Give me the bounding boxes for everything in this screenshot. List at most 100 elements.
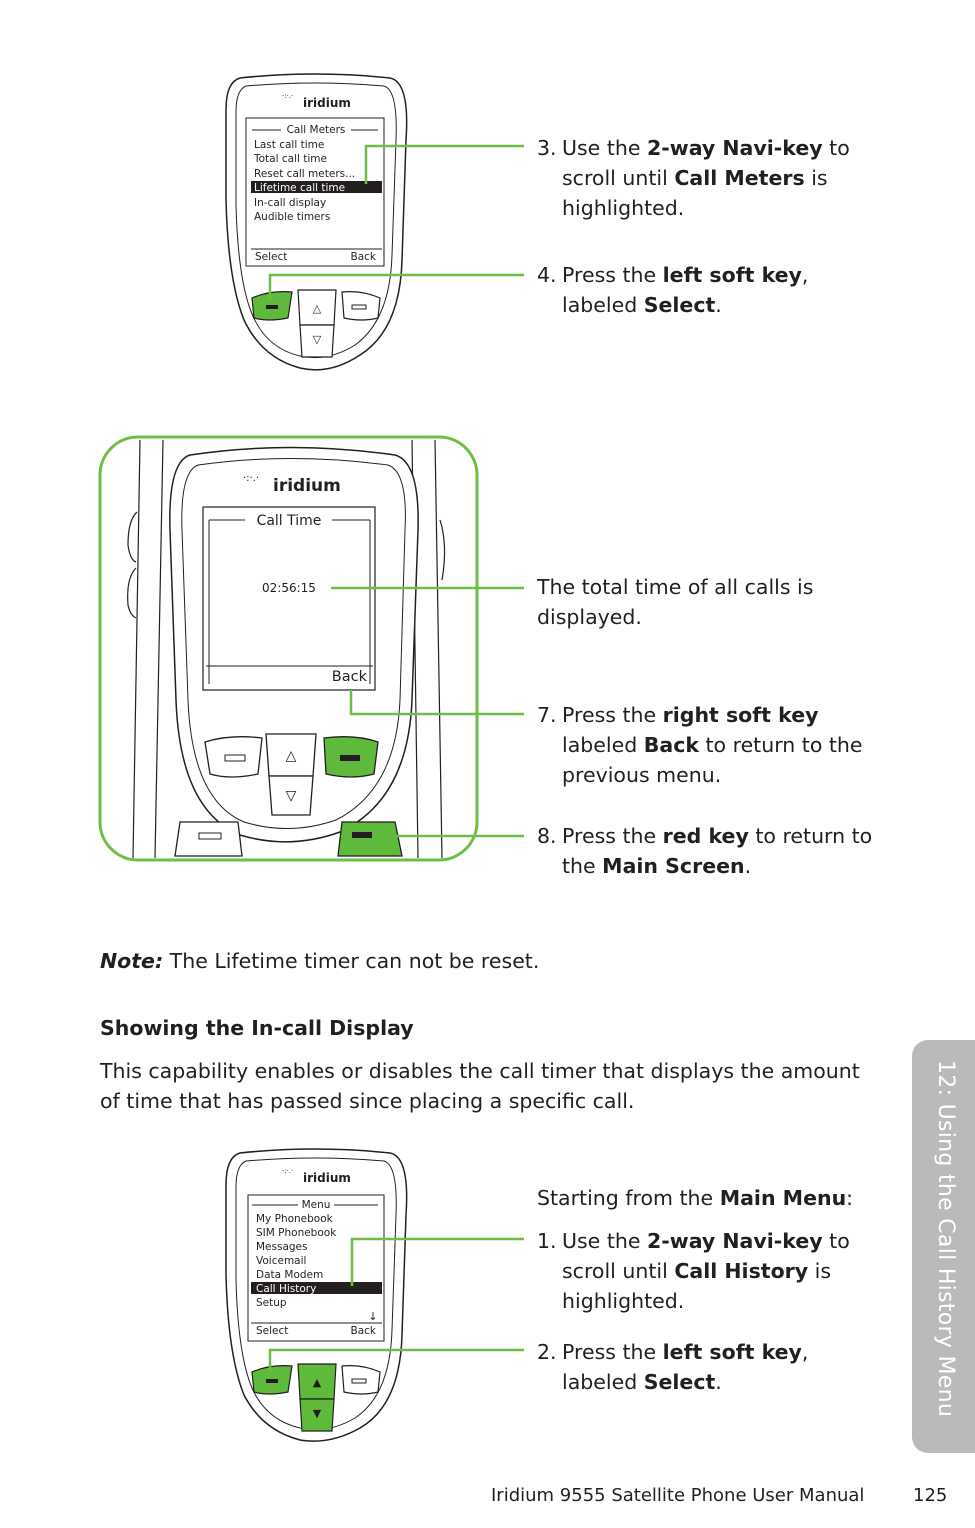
iridium-logo: ·:·.· iridium xyxy=(282,92,351,110)
screen-title: Call Time xyxy=(257,513,322,529)
callout-line-step4 xyxy=(268,273,524,300)
arrow-up-icon: △ xyxy=(286,748,297,764)
step-emphasis: right soft key xyxy=(662,703,819,727)
phone-figure-call-meters: ·:·.· iridium Call Meters Last call time… xyxy=(225,73,524,371)
step-number: 2. xyxy=(537,1340,557,1364)
menu-item: Setup xyxy=(256,1297,287,1309)
arrow-up-icon: △ xyxy=(313,302,322,315)
step-text: , labeled xyxy=(562,263,809,317)
chapter-tab-label: 12: Using the Call History Menu xyxy=(933,1060,958,1418)
step-text: : xyxy=(846,1186,854,1210)
menu-item: Reset call meters... xyxy=(254,168,355,180)
step-text: . xyxy=(715,293,722,317)
step-text: Press the xyxy=(562,703,663,727)
starting-instruction: Starting from the Main Menu: xyxy=(537,1183,877,1213)
soft-label-left: Select xyxy=(255,251,287,263)
menu-item: Messages xyxy=(256,1241,308,1253)
step-text: . xyxy=(744,854,752,878)
menu-item: My Phonebook xyxy=(256,1213,334,1225)
step-number: 4. xyxy=(537,263,557,287)
soft-label-left: Select xyxy=(256,1325,288,1337)
section-paragraph: This capability enables or disables the … xyxy=(100,1059,860,1113)
right-soft-key[interactable] xyxy=(341,1365,381,1395)
step-text: is highlighted. xyxy=(562,166,828,220)
screen-menu-title: Call Meters xyxy=(287,124,346,136)
menu-item-highlighted: Lifetime call time xyxy=(254,182,345,194)
navi-key[interactable]: △ ▽ xyxy=(297,289,337,358)
step-emphasis: Back xyxy=(643,733,699,757)
soft-label-right: Back xyxy=(351,1325,377,1337)
menu-item: Audible timers xyxy=(254,211,330,223)
green-key[interactable] xyxy=(174,821,243,857)
iridium-logo: ·:·.· iridium xyxy=(282,1167,351,1185)
note-label: Note: xyxy=(100,949,164,973)
red-key-highlighted[interactable] xyxy=(337,821,403,857)
screen-menu-title: Menu xyxy=(302,1199,331,1211)
svg-text:·:·.·: ·:·.· xyxy=(282,1167,293,1175)
step-1: 1. Use the 2-way Navi-key to scroll unti… xyxy=(537,1226,857,1316)
step-emphasis: Call Meters xyxy=(674,166,805,190)
menu-item: Voicemail xyxy=(256,1255,306,1267)
menu-item: In-call display xyxy=(254,197,326,209)
svg-text:·:·.·: ·:·.· xyxy=(243,473,259,484)
navi-key[interactable]: △ ▽ xyxy=(265,733,317,816)
iridium-logo: ·:·.· iridium xyxy=(243,473,341,496)
menu-item: Data Modem xyxy=(256,1269,323,1281)
total-time-caption: The total time of all calls is displayed… xyxy=(537,575,814,629)
arrow-up-icon: ▲ xyxy=(313,1376,322,1389)
step-text: . xyxy=(715,1370,722,1394)
left-soft-key[interactable] xyxy=(204,736,263,778)
step-text: is highlighted. xyxy=(562,1259,832,1313)
note: Note: The Lifetime timer can not be rese… xyxy=(100,946,539,976)
svg-text:·:·.·: ·:·.· xyxy=(282,92,293,100)
arrow-down-icon: ▽ xyxy=(313,333,322,346)
step-text: to return to the xyxy=(562,824,873,878)
step-emphasis: left soft key xyxy=(662,263,802,287)
left-soft-key-highlighted[interactable] xyxy=(251,1365,293,1395)
step-number: 8. xyxy=(537,824,557,848)
step-text: Use the xyxy=(562,136,647,160)
chapter-tab xyxy=(912,1040,975,1453)
step-emphasis: Select xyxy=(643,1370,716,1394)
arrow-down-icon: ▼ xyxy=(313,1407,322,1420)
left-soft-key-highlighted[interactable] xyxy=(251,291,293,321)
step-emphasis: red key xyxy=(662,824,749,848)
callout-line-step1 xyxy=(350,1237,524,1286)
note-text: The Lifetime timer can not be reset. xyxy=(163,949,540,973)
right-soft-key-highlighted[interactable] xyxy=(323,736,379,778)
step-text: Starting from the xyxy=(537,1186,720,1210)
soft-label-right: Back xyxy=(351,251,377,263)
arrow-down-icon: ▽ xyxy=(286,788,297,804)
timer-value: 02:56:15 xyxy=(262,581,316,595)
step-7: 7. Press the right soft key labeled Back… xyxy=(537,700,882,790)
menu-item-highlighted: Call History xyxy=(256,1283,316,1295)
step-emphasis: Select xyxy=(643,293,716,317)
step-number: 1. xyxy=(537,1229,557,1253)
callout-line-step3 xyxy=(364,144,524,184)
step-text: Press the xyxy=(562,1340,663,1364)
soft-label-right: Back xyxy=(332,669,368,685)
phone-figure-main-menu: ·:·.· iridium Menu My Phonebook SIM Phon… xyxy=(225,1148,524,1442)
step-emphasis: Main Screen xyxy=(602,854,745,878)
step-emphasis: Main Menu xyxy=(719,1186,847,1210)
phone-screen xyxy=(202,506,376,691)
brand-label: iridium xyxy=(303,96,351,110)
right-soft-key[interactable] xyxy=(341,291,381,321)
step-text: Press the xyxy=(562,263,663,287)
step-emphasis: Call History xyxy=(674,1259,809,1283)
brand-label: iridium xyxy=(273,476,341,496)
navi-key-highlighted[interactable]: ▲ ▼ xyxy=(297,1363,337,1432)
callout-line-step7 xyxy=(349,690,524,716)
phone-figure-call-time: ·:·.· iridium Call Time 02:56:15 Back △ … xyxy=(98,435,524,862)
page-number: 125 xyxy=(913,1485,948,1506)
brand-label: iridium xyxy=(303,1171,351,1185)
step-4: 4. Press the left soft key, labeled Sele… xyxy=(537,260,857,320)
step-text: , labeled xyxy=(562,1340,809,1394)
step-emphasis: 2-way Navi-key xyxy=(646,136,823,160)
menu-item: SIM Phonebook xyxy=(256,1227,337,1239)
step-2: 2. Press the left soft key, labeled Sele… xyxy=(537,1337,857,1397)
step-text: labeled xyxy=(562,733,644,757)
step-emphasis: left soft key xyxy=(662,1340,802,1364)
section-heading: Showing the In-call Display xyxy=(100,1016,414,1040)
